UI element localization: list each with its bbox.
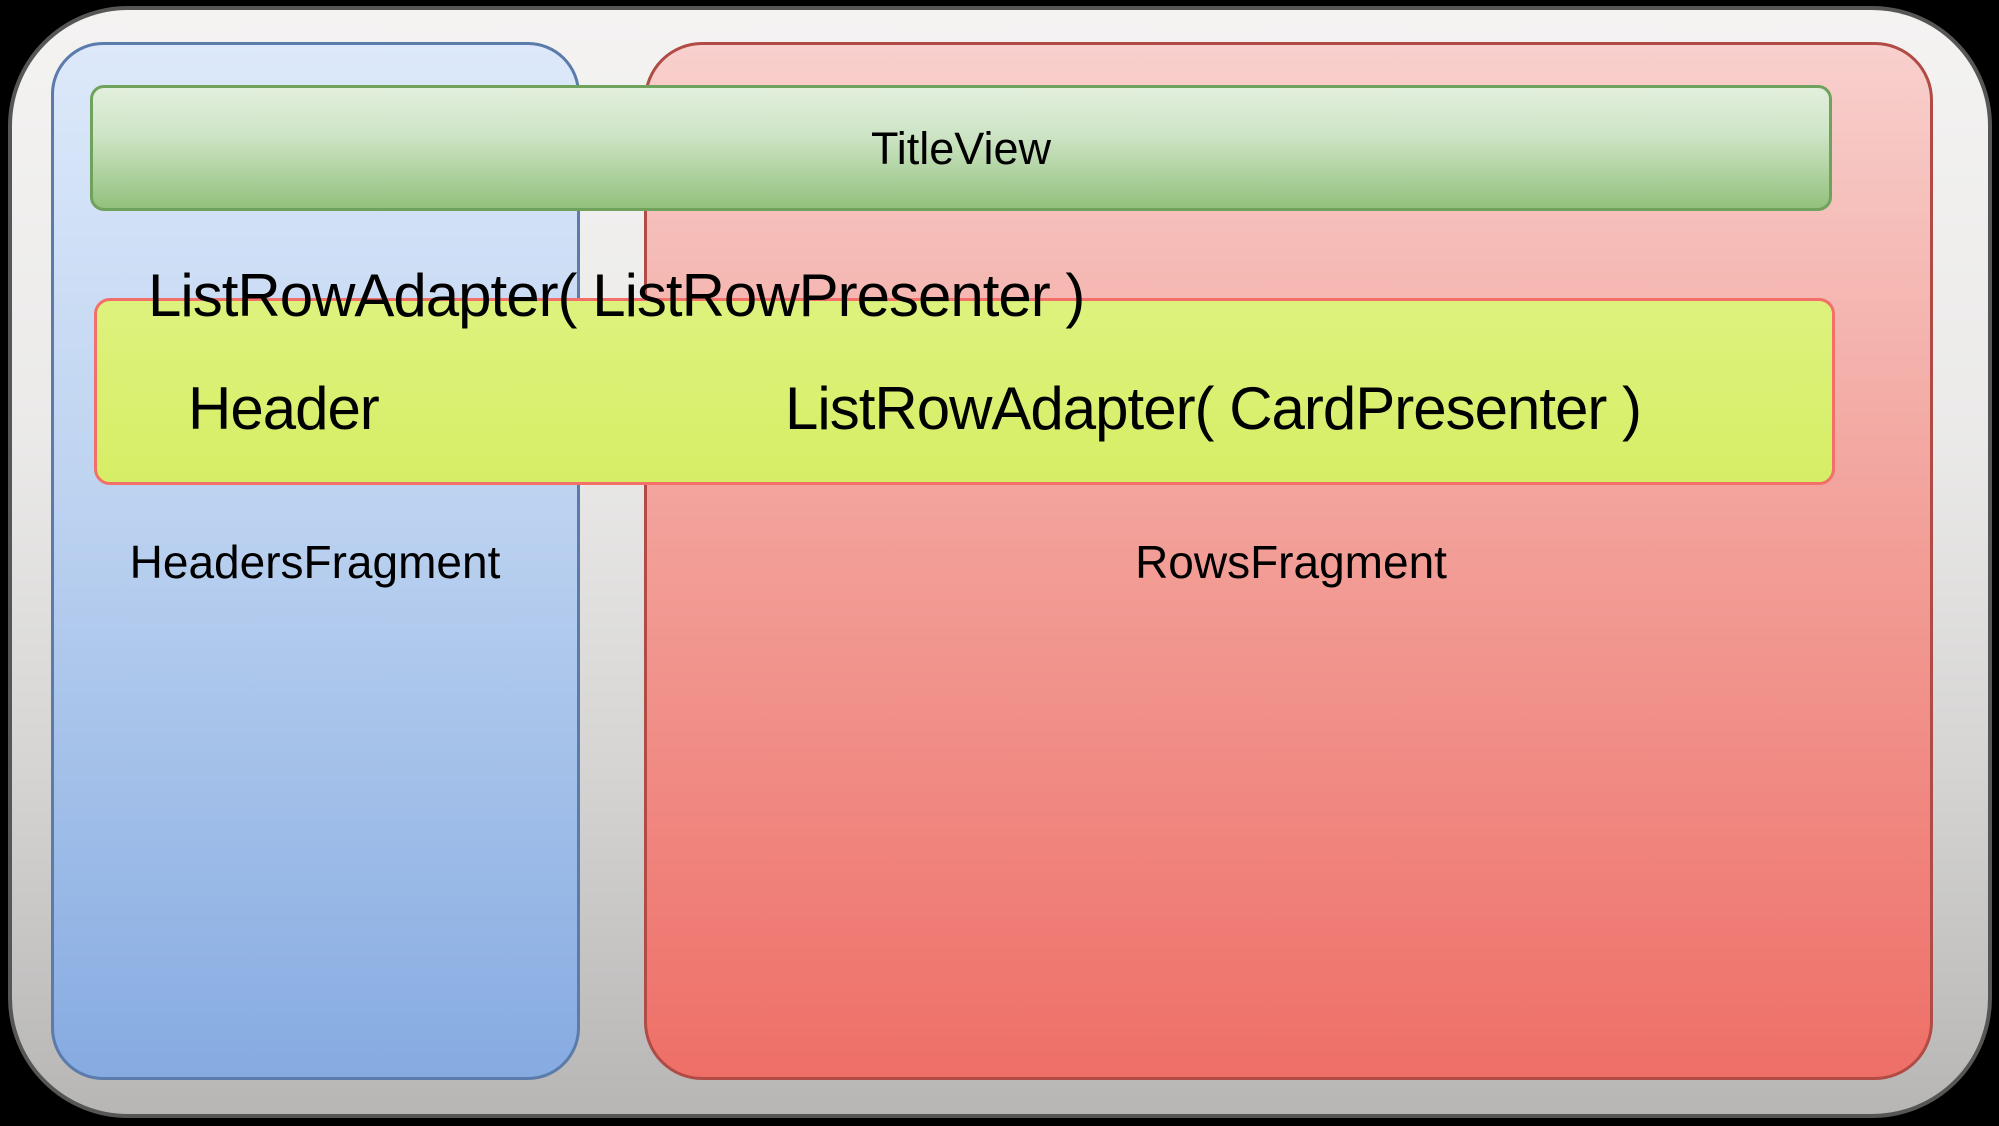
- list-row-box: [94, 298, 1835, 485]
- rows-fragment-box: [644, 42, 1933, 1080]
- card-presenter-adapter-label: ListRowAdapter( CardPresenter ): [785, 375, 1642, 442]
- list-row-adapter-caption: ListRowAdapter( ListRowPresenter ): [148, 262, 1085, 329]
- headers-fragment-label: HeadersFragment: [129, 536, 501, 588]
- title-view-bar: TitleView: [90, 85, 1832, 211]
- rows-fragment-label: RowsFragment: [1135, 536, 1447, 588]
- headers-fragment-box: [51, 42, 580, 1080]
- header-cell-label: Header: [188, 375, 380, 442]
- title-view-label: TitleView: [870, 122, 1052, 174]
